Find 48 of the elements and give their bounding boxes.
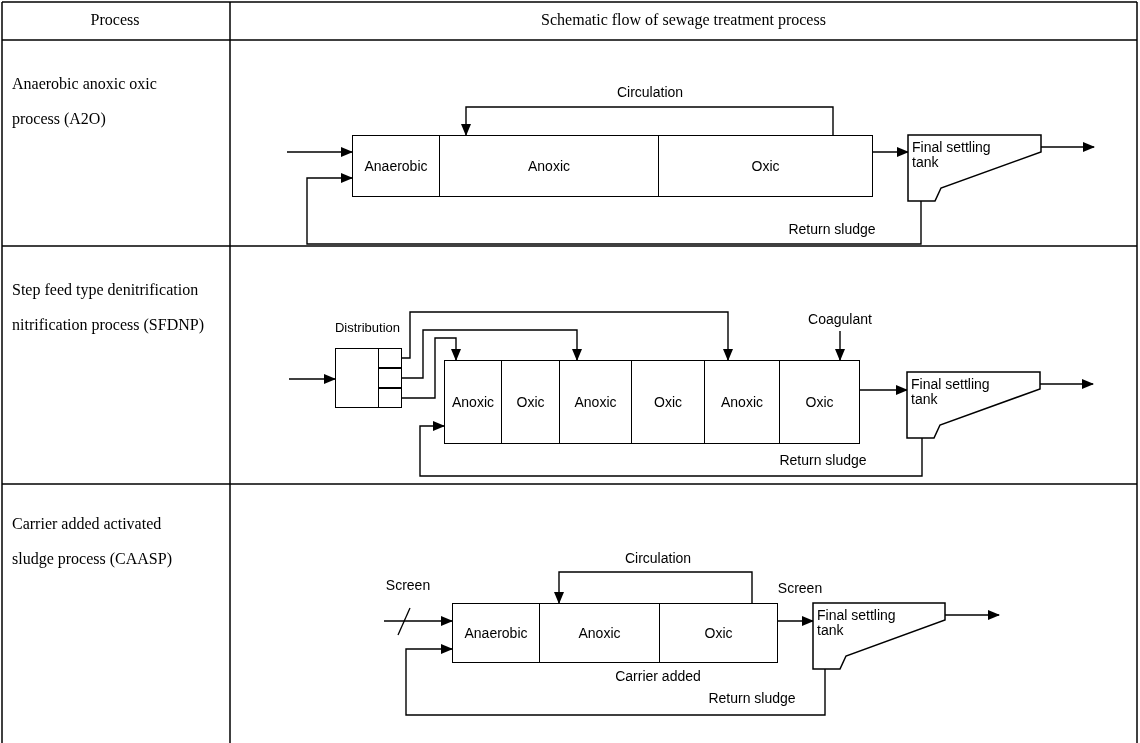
tank-compartment: Oxic [658,135,873,197]
tank-compartment: Oxic [659,603,778,663]
distribution-channel [377,367,402,388]
arrow [872,147,909,157]
arrow [383,616,453,626]
arrow [554,571,753,604]
tank-compartment: Anaerobic [352,135,440,197]
carrier-label: Carrier added [614,668,702,684]
coagulant-label: Coagulant [808,311,872,331]
distribution-channel [377,387,402,408]
tank-compartment: Anoxic [704,360,780,444]
tank-compartment: Oxic [779,360,860,444]
arrow [288,374,336,384]
arrow [461,106,834,136]
distribution-label: Distribution [334,320,401,335]
arrow [859,385,908,395]
tank-compartment: Anoxic [439,135,659,197]
arrow [401,329,582,379]
tank-compartment: Anoxic [539,603,660,663]
edge-label: Return sludge [786,221,878,237]
tank-compartment: Anoxic [559,360,632,444]
arrow [835,330,845,361]
settling-tank: Final settling tank [907,372,1040,438]
process-name: Carrier added activated sludge process (CAASP) [12,514,173,570]
tank-compartment: Oxic [501,360,560,444]
arrow [419,421,923,477]
settling-tank: Final settling tank [813,603,945,669]
tank-compartment: Oxic [631,360,705,444]
edge-label: Return sludge [706,690,798,706]
arrow [401,337,461,399]
process-name: Anaerobic anoxic oxic process (A2O) [12,74,158,130]
column-header: Schematic flow of sewage treatment process [540,10,827,31]
screen-label: Screen [384,577,432,593]
process-name: Step feed type denitrification nitrification process (SFDNP) [12,280,205,336]
edge-label: Circulation [622,550,694,566]
arrow [286,147,353,157]
tank-compartment: Anaerobic [452,603,540,663]
distribution-channel [377,347,402,368]
arrow [405,644,826,716]
edge-label: Circulation [614,84,686,100]
arrow [401,311,733,361]
screen-label: Screen [776,580,824,596]
arrow [306,173,922,245]
arrow [777,616,814,626]
edge-label: Return sludge [777,452,869,468]
column-header: Process [89,10,141,30]
settling-tank: Final settling tank [908,135,1041,201]
tank-compartment: Anoxic [444,360,502,444]
